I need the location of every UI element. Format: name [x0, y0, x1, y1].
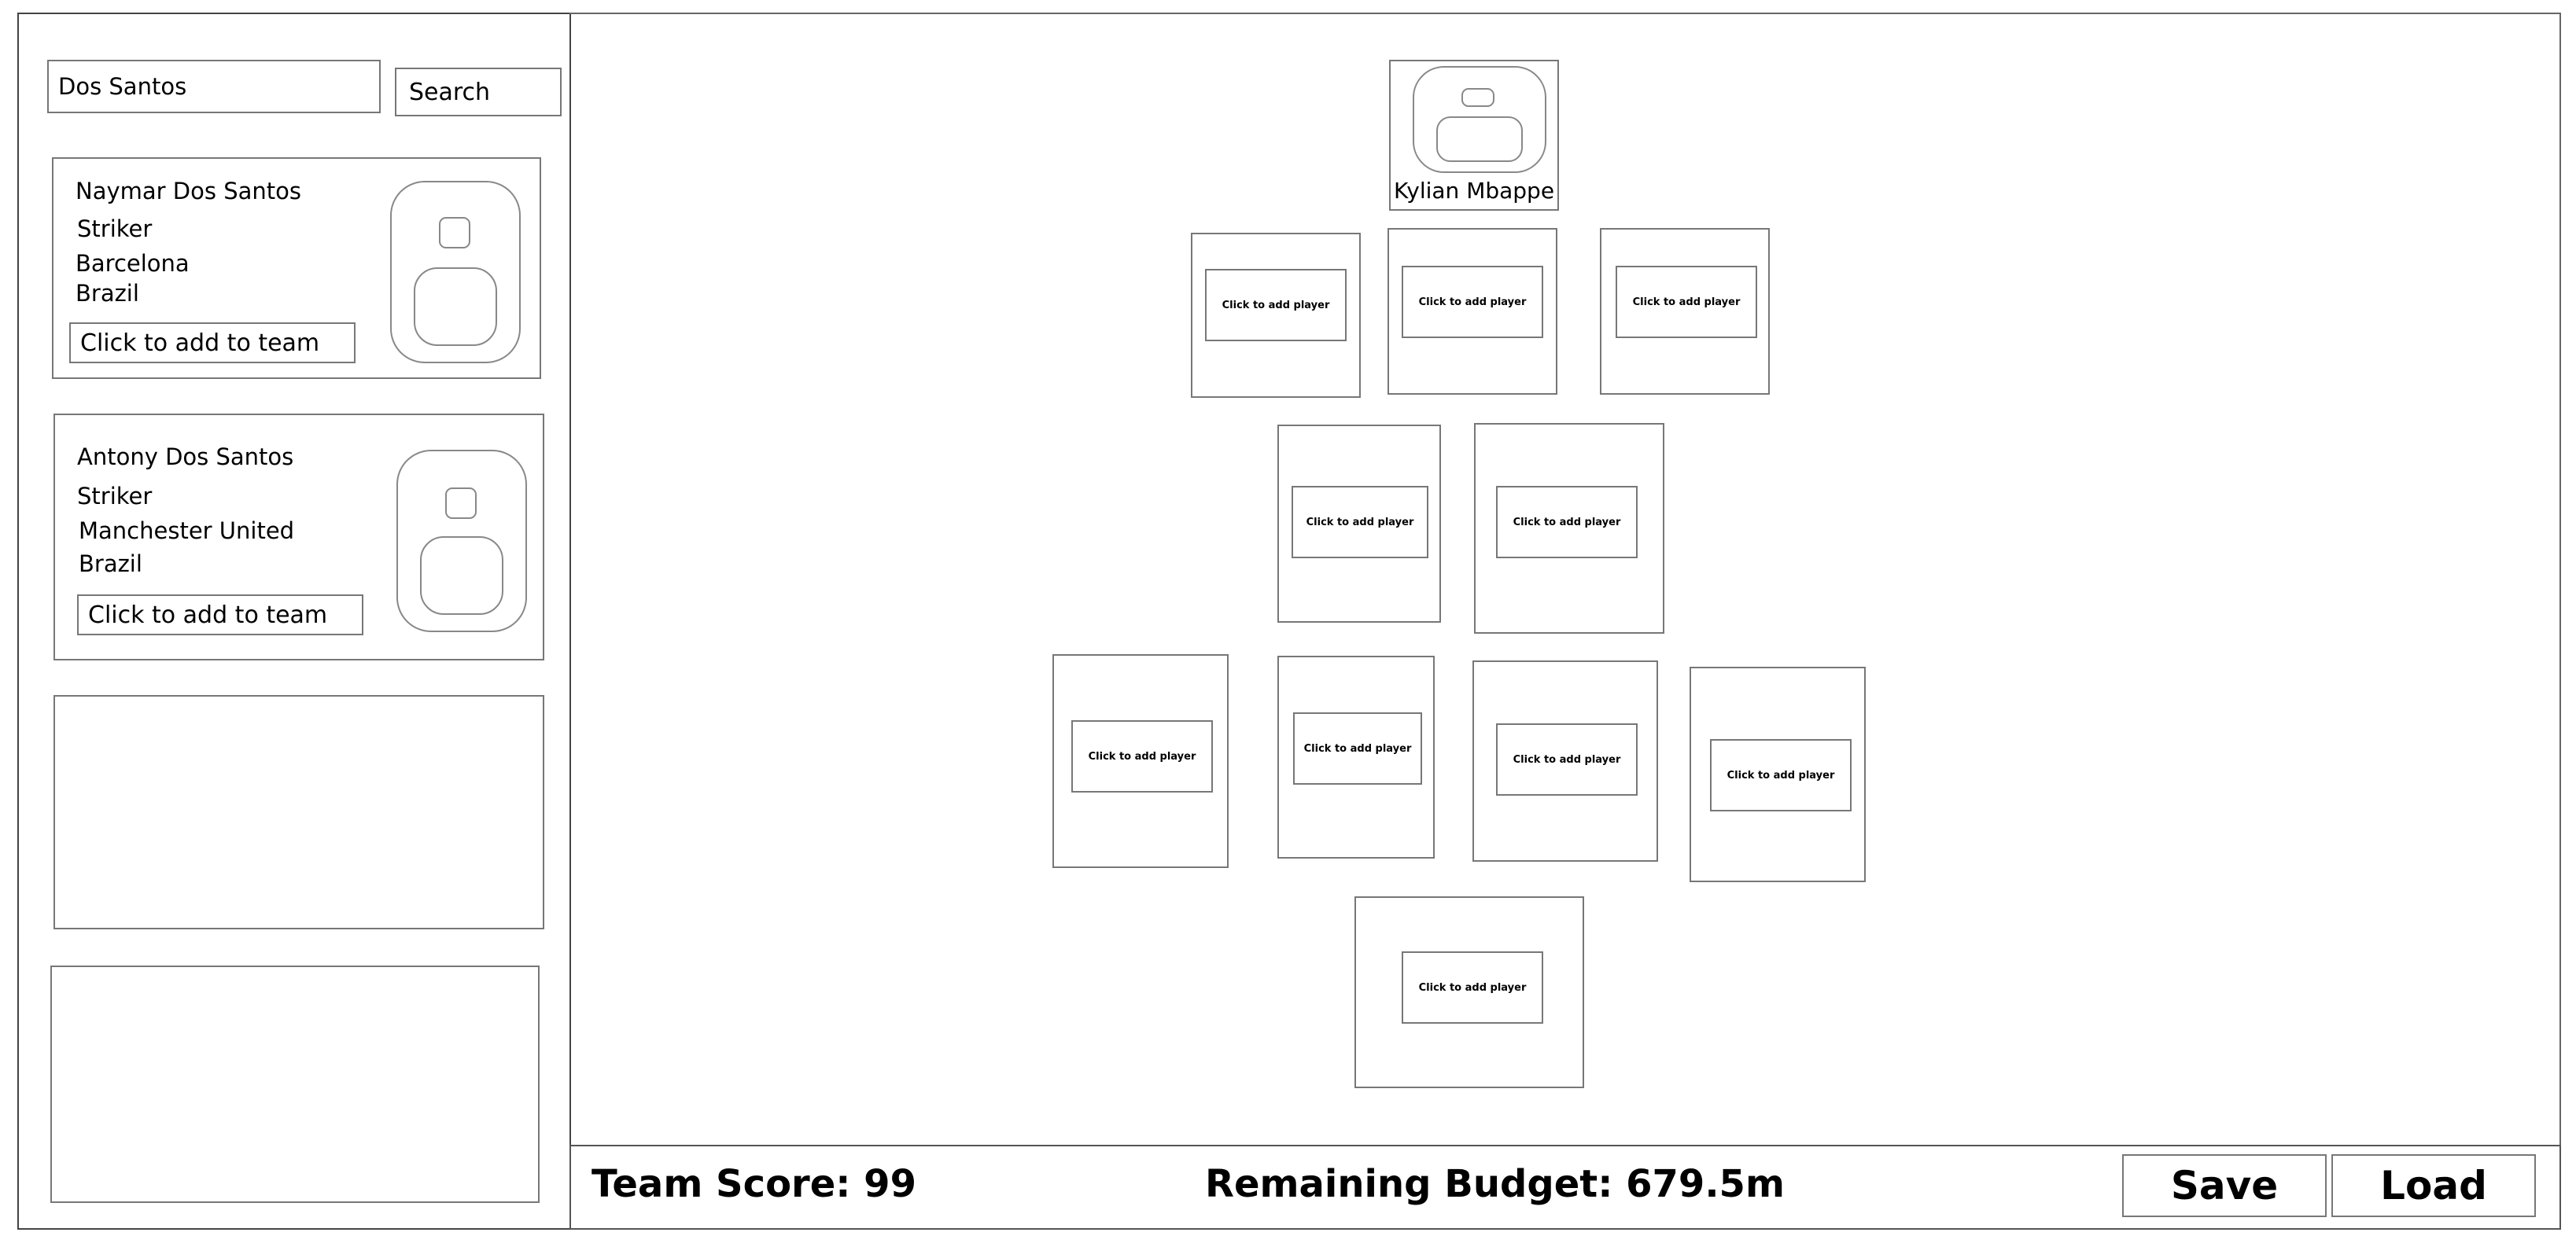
player-name: Naymar Dos Santos: [76, 178, 301, 204]
add-player-button[interactable]: Click to add player: [1496, 723, 1638, 796]
player-avatar-icon: [1413, 66, 1546, 173]
player-position: Striker: [77, 215, 153, 242]
add-player-button[interactable]: Click to add player: [1616, 266, 1757, 338]
add-player-button[interactable]: Click to add player: [1071, 720, 1213, 793]
add-player-button[interactable]: Click to add player: [1293, 712, 1422, 785]
player-avatar-icon: [390, 181, 521, 363]
slot-player-name: Kylian Mbappe: [1393, 178, 1555, 204]
empty-result-card: [50, 966, 540, 1203]
avatar-body-icon: [1436, 116, 1523, 162]
avatar-head-icon: [439, 217, 470, 248]
add-player-button[interactable]: Click to add player: [1292, 486, 1428, 558]
player-country: Brazil: [76, 280, 139, 307]
add-to-team-button[interactable]: Click to add to team: [77, 594, 363, 635]
player-club: Barcelona: [76, 250, 190, 277]
add-to-team-button[interactable]: Click to add to team: [69, 322, 356, 363]
player-club: Manchester United: [79, 517, 295, 544]
avatar-head-icon: [445, 487, 477, 519]
avatar-head-icon: [1461, 88, 1494, 107]
add-player-button[interactable]: Click to add player: [1402, 266, 1543, 338]
player-name: Antony Dos Santos: [77, 443, 294, 470]
remaining-budget: Remaining Budget: 679.5m: [1205, 1162, 1785, 1206]
save-button[interactable]: Save: [2122, 1154, 2327, 1217]
load-button[interactable]: Load: [2331, 1154, 2536, 1217]
team-score: Team Score: 99: [591, 1162, 916, 1206]
player-country: Brazil: [79, 550, 142, 577]
player-avatar-icon: [396, 450, 527, 632]
add-player-button[interactable]: Click to add player: [1710, 739, 1852, 811]
search-input[interactable]: [47, 60, 381, 113]
avatar-body-icon: [420, 536, 503, 615]
add-player-button[interactable]: Click to add player: [1205, 269, 1347, 341]
status-bar: [569, 1145, 2561, 1230]
search-button[interactable]: Search: [395, 68, 562, 116]
avatar-body-icon: [414, 267, 497, 346]
player-position: Striker: [77, 483, 153, 509]
empty-result-card: [53, 695, 544, 929]
add-player-button[interactable]: Click to add player: [1496, 486, 1638, 558]
search-sidebar: [17, 13, 571, 1230]
add-player-button[interactable]: Click to add player: [1402, 951, 1543, 1024]
